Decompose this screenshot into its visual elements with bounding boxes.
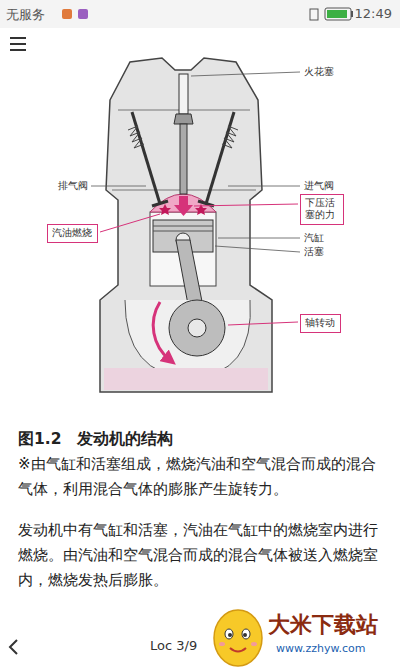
figure-title: 图1.2 发动机的结构 <box>18 428 382 450</box>
callout-box: 轴转动 <box>300 314 341 333</box>
location-text: Loc 3/9 <box>150 638 197 653</box>
callout-text: 下压活塞的力 <box>305 197 339 222</box>
callout-text: 汽油燃烧 <box>52 227 93 239</box>
part-label: 汽缸 <box>304 232 324 245</box>
watermark-url: www.zzhyw.com <box>276 642 365 655</box>
menu-icon <box>10 38 26 50</box>
engine-drawing <box>100 58 272 392</box>
clock: 12:49 <box>355 6 392 21</box>
status-text: 无服务 <box>6 6 45 24</box>
watermark-text: 大米下载站 <box>268 610 378 640</box>
watermark-mascot <box>214 610 262 666</box>
body-text: 发动机中有气缸和活塞，汽油在气缸中的燃烧室内进行燃烧。由汽油和空气混合而成的混合… <box>18 518 382 593</box>
node-leaders <box>100 204 298 325</box>
part-label: 排气阀 <box>58 180 88 193</box>
leader-lines <box>91 72 300 252</box>
figure-caption: ※由气缸和活塞组成，燃烧汽油和空气混合而成的混合气体，利用混合气体的膨胀产生旋转… <box>18 452 382 502</box>
part-label: 火花塞 <box>304 66 334 79</box>
status-icons <box>62 8 353 20</box>
callout-box: 下压活塞的力 <box>300 194 344 225</box>
part-label: 活塞 <box>304 246 324 259</box>
back-icon <box>10 640 17 654</box>
callout-box: 汽油燃烧 <box>47 224 98 243</box>
callout-text: 轴转动 <box>305 317 336 329</box>
part-label: 进气阀 <box>304 180 334 193</box>
status-bar <box>0 0 400 28</box>
